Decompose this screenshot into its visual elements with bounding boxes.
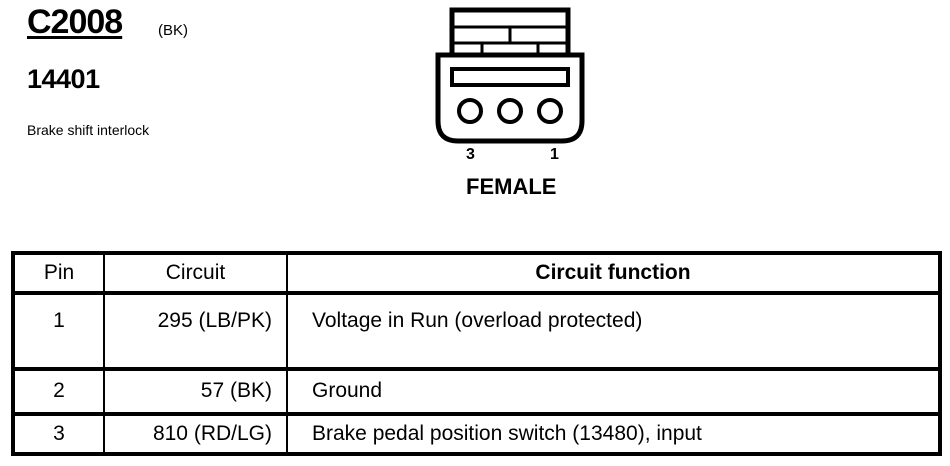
cell-pin: 2: [12, 368, 105, 416]
cell-function: Voltage in Run (overload protected): [286, 292, 941, 371]
connector-id: C2008: [27, 3, 123, 41]
pin-cavity-3: [457, 98, 483, 124]
connector-color: (BK): [158, 22, 188, 39]
header-circuit: Circuit: [103, 252, 288, 295]
table-row: 3 810 (RD/LG) Brake pedal position switc…: [12, 413, 941, 455]
header-pin: Pin: [12, 252, 105, 295]
cell-circuit: 295 (LB/PK): [103, 292, 288, 371]
table-row: 2 57 (BK) Ground: [12, 368, 941, 416]
pin-label-right: 1: [550, 146, 559, 163]
key-slot: [450, 67, 570, 87]
header-function: Circuit function: [286, 252, 941, 295]
part-number: 14401: [27, 64, 100, 94]
cell-pin: 3: [12, 413, 105, 455]
cell-function: Brake pedal position switch (13480), inp…: [286, 413, 941, 455]
pinout-table: Pin Circuit Circuit function 1 295 (LB/P…: [11, 251, 942, 456]
connector-gender: FEMALE: [466, 174, 557, 199]
cell-circuit: 57 (BK): [103, 368, 288, 416]
cell-circuit: 810 (RD/LG): [103, 413, 288, 455]
connector-face-diagram: [435, 7, 585, 144]
pin-cavity-2: [497, 98, 523, 124]
cell-function: Ground: [286, 368, 941, 416]
cell-pin: 1: [12, 292, 105, 371]
table-header-row: Pin Circuit Circuit function: [12, 252, 941, 295]
pin-label-left: 3: [466, 146, 475, 163]
description: Brake shift interlock: [27, 122, 150, 138]
table-row: 1 295 (LB/PK) Voltage in Run (overload p…: [12, 292, 941, 371]
pin-cavity-1: [537, 98, 563, 124]
